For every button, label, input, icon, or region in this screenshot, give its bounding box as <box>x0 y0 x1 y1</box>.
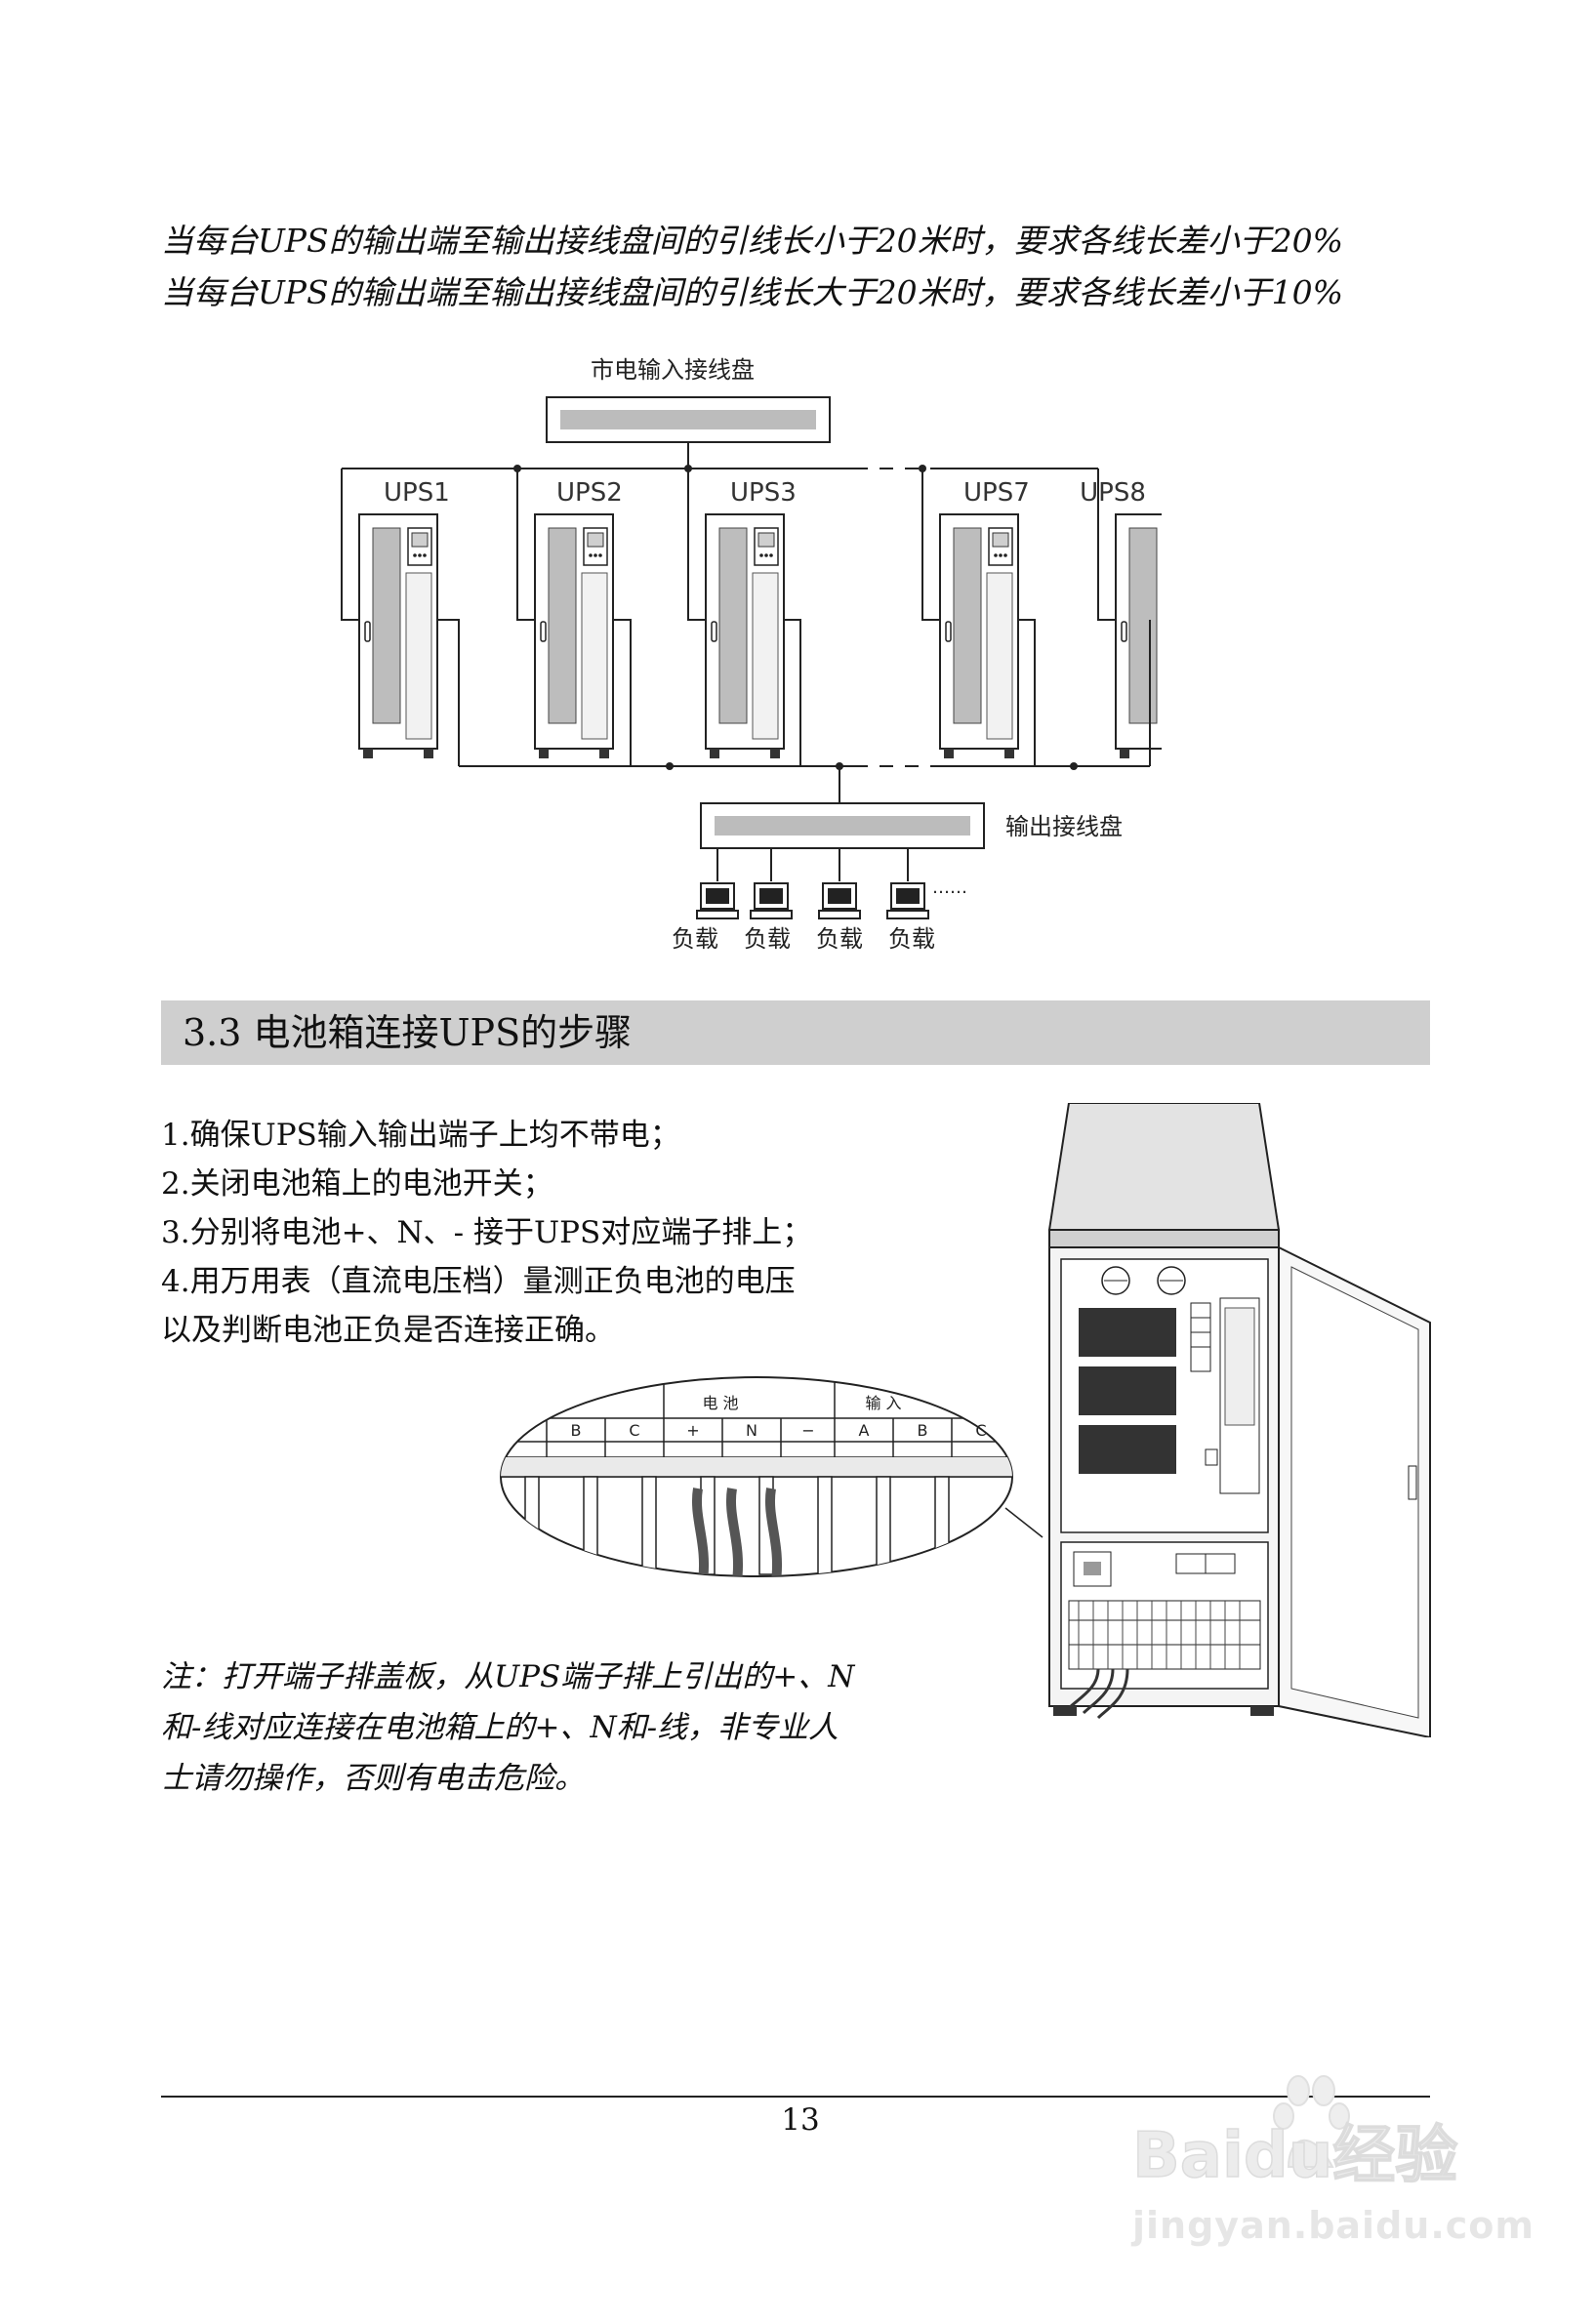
ups-label-2: UPS2 <box>556 478 623 508</box>
more-loads-ellipsis: …… <box>932 877 967 898</box>
step-4-text: 4.用万用表（直流电压档）量测正负电池的电压 <box>161 1264 796 1299</box>
terminal-label-a: A <box>859 1421 870 1440</box>
load-icon-1 <box>696 882 739 919</box>
step-3-text: 3.分别将电池+、N、- 接于UPS对应端子排上； <box>161 1215 813 1250</box>
load-label-2: 负载 <box>744 925 791 953</box>
terminal-label-minus: − <box>801 1421 814 1440</box>
terminal-label-n: N <box>746 1421 757 1440</box>
section-heading-bar: 3.3 电池箱连接UPS的步骤 <box>161 1000 1430 1065</box>
ups-label-8: UPS8 <box>1080 478 1146 508</box>
watermark-logo-text: Baidu经验 <box>1132 2120 1457 2192</box>
load-icon-4 <box>886 882 929 919</box>
section-title: 3.3 电池箱连接UPS的步骤 <box>183 1011 633 1054</box>
ups-cabinet-8 <box>1115 513 1162 759</box>
load-label-3: 负载 <box>816 925 863 953</box>
terminal-label-plus: + <box>686 1421 699 1440</box>
warning-note-line-1: 注：打开端子排盖板，从UPS端子排上引出的+、N <box>161 1659 855 1694</box>
ups-cabinet-3 <box>705 513 785 759</box>
page-number: 13 <box>781 2102 820 2138</box>
step-2-text: 2.关闭电池箱上的电池开关； <box>161 1166 553 1202</box>
ups-cabinet-7 <box>939 513 1019 759</box>
load-label-1: 负载 <box>672 925 718 953</box>
terminal-group-battery: 电 池 <box>702 1394 738 1412</box>
ups-cabinet-1 <box>358 513 438 759</box>
ups-cabinet-open-door-illustration <box>1047 1103 1431 1737</box>
step-1-text: 1.确保UPS输入输出端子上均不带电； <box>161 1118 680 1153</box>
ups-cabinet-2 <box>534 513 614 759</box>
terminal-label-b: B <box>571 1421 582 1440</box>
ups-label-1: UPS1 <box>384 478 450 508</box>
warning-note-line-3: 士请勿操作，否则有电击危险。 <box>161 1761 585 1796</box>
load-icon-2 <box>750 882 793 919</box>
baidu-jingyan-watermark-logo: Baidu经验 <box>1131 2075 1458 2193</box>
warning-note-line-2: 和-线对应连接在电池箱上的+、N和-线，非专业人 <box>161 1710 839 1745</box>
watermark-url: jingyan.baidu.com <box>1132 2204 1535 2247</box>
output-panel-label: 输出接线盘 <box>1005 813 1123 840</box>
ups-label-7: UPS7 <box>963 478 1030 508</box>
input-panel-label: 市电输入接线盘 <box>591 356 755 384</box>
ups-label-3: UPS3 <box>730 478 797 508</box>
cable-length-note-under-20m: 当每台UPS的输出端至输出接线盘间的引线长小于20米时，要求各线长差小于20% <box>161 222 1343 260</box>
terminal-group-input: 输 入 <box>865 1394 901 1412</box>
footer-rule <box>161 2096 1430 2098</box>
load-label-4: 负载 <box>888 925 935 953</box>
terminal-label-c: C <box>629 1421 639 1440</box>
terminal-label-c2: C <box>975 1421 986 1440</box>
load-icon-3 <box>818 882 861 919</box>
terminal-label-b2: B <box>918 1421 928 1440</box>
ups-parallel-wiring-diagram: 市电输入接线盘 UPS1 UPS2 UPS3 UPS7 UPS8 输出接线盘 <box>341 356 1162 953</box>
terminal-strip-callout: 电 池 输 入 B C + N − A B C <box>500 1376 1044 1577</box>
step-4-continuation-text: 以及判断电池正负是否连接正确。 <box>161 1313 615 1348</box>
cable-length-note-over-20m: 当每台UPS的输出端至输出接线盘间的引线长大于20米时，要求各线长差小于10% <box>161 273 1343 311</box>
